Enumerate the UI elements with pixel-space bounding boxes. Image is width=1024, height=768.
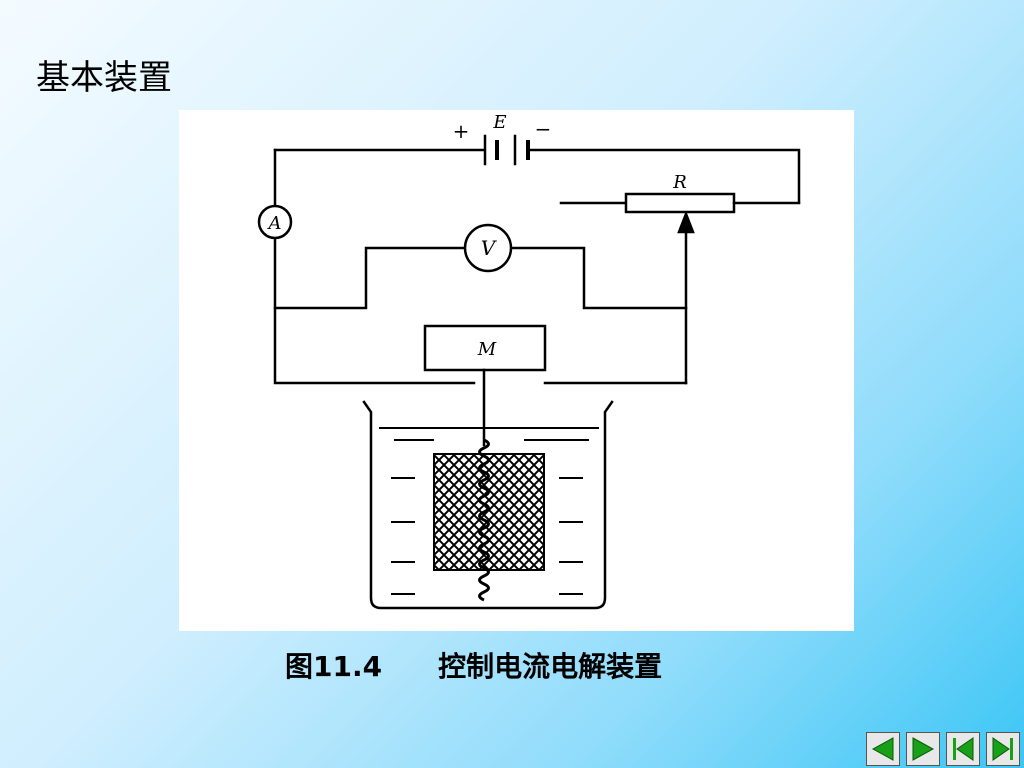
battery-minus-label: −: [535, 117, 552, 141]
nav-previous-button[interactable]: [866, 732, 900, 766]
skip-first-icon: [953, 737, 974, 761]
circuit-diagram: E + − R A V M: [179, 110, 854, 631]
ammeter: [257, 204, 293, 240]
voltmeter-label: V: [481, 236, 498, 260]
rheostat-label: R: [672, 172, 687, 193]
nav-first-button[interactable]: [946, 732, 980, 766]
arrow-left-icon: [871, 737, 894, 761]
spiral-electrode: [478, 438, 490, 602]
nav-next-button[interactable]: [906, 732, 940, 766]
figure-caption: 图11.4 控制电流电解装置: [285, 650, 663, 683]
mesh-electrode: [433, 453, 545, 571]
arrow-right-icon: [912, 737, 935, 761]
ammeter-label: A: [267, 213, 282, 234]
skip-last-icon: [992, 737, 1013, 761]
top-wire-right: [529, 148, 801, 204]
motor-label: M: [477, 339, 497, 360]
battery-plus-label: +: [453, 119, 470, 143]
slide-title: 基本装置: [36, 58, 172, 98]
voltmeter: [463, 223, 513, 273]
nav-last-button[interactable]: [986, 732, 1020, 766]
battery-label: E: [492, 112, 506, 133]
